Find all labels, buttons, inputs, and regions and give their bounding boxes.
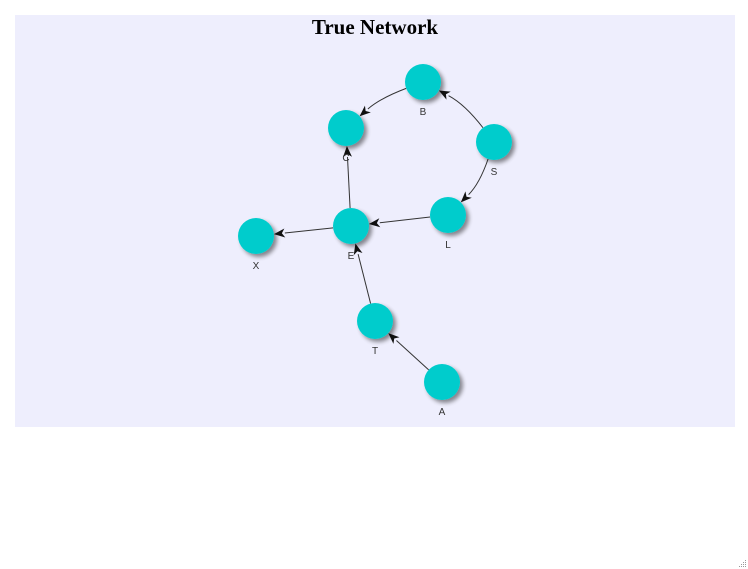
node-label: B: [420, 107, 427, 118]
arrowhead-icon: [273, 228, 286, 238]
node-label: S: [491, 167, 498, 178]
node-label: L: [445, 240, 451, 251]
node-L[interactable]: L: [430, 197, 466, 251]
node-circle[interactable]: [238, 218, 274, 254]
arrowhead-icon: [460, 191, 472, 203]
node-S[interactable]: S: [476, 124, 512, 178]
node-T[interactable]: T: [357, 303, 393, 357]
edge-E-C: [342, 145, 352, 209]
edge-S-L: [460, 158, 489, 203]
node-B[interactable]: B: [405, 64, 441, 118]
arrowhead-icon: [438, 90, 451, 100]
edge-T-E: [353, 243, 372, 304]
edge-A-T: [388, 333, 430, 371]
node-circle[interactable]: [328, 110, 364, 146]
node-label: X: [253, 261, 260, 272]
arrowhead-icon: [368, 218, 381, 228]
edge-B-C: [359, 87, 407, 117]
node-A[interactable]: A: [424, 364, 460, 418]
arrowhead-icon: [353, 243, 363, 256]
arrowhead-icon: [388, 333, 400, 344]
edge-L-E: [368, 216, 431, 228]
arrowhead-icon: [342, 145, 352, 158]
node-C[interactable]: C: [328, 110, 364, 164]
node-circle[interactable]: [430, 197, 466, 233]
nodes-layer: B C S L E X T A: [238, 64, 512, 418]
node-label: A: [439, 407, 446, 418]
node-circle[interactable]: [333, 208, 369, 244]
edges-layer: [273, 87, 489, 371]
node-circle[interactable]: [357, 303, 393, 339]
node-label: E: [348, 251, 355, 262]
node-circle[interactable]: [424, 364, 460, 400]
node-E[interactable]: E: [333, 208, 369, 262]
arrowhead-icon: [359, 105, 371, 117]
node-circle[interactable]: [476, 124, 512, 160]
edge-E-X: [273, 227, 334, 238]
node-circle[interactable]: [405, 64, 441, 100]
node-label: T: [372, 346, 378, 357]
graph-title: True Network: [311, 15, 439, 39]
node-X[interactable]: X: [238, 218, 274, 272]
node-label: C: [342, 153, 349, 164]
resize-grip-icon[interactable]: [737, 558, 747, 568]
edge-S-B: [438, 90, 484, 129]
